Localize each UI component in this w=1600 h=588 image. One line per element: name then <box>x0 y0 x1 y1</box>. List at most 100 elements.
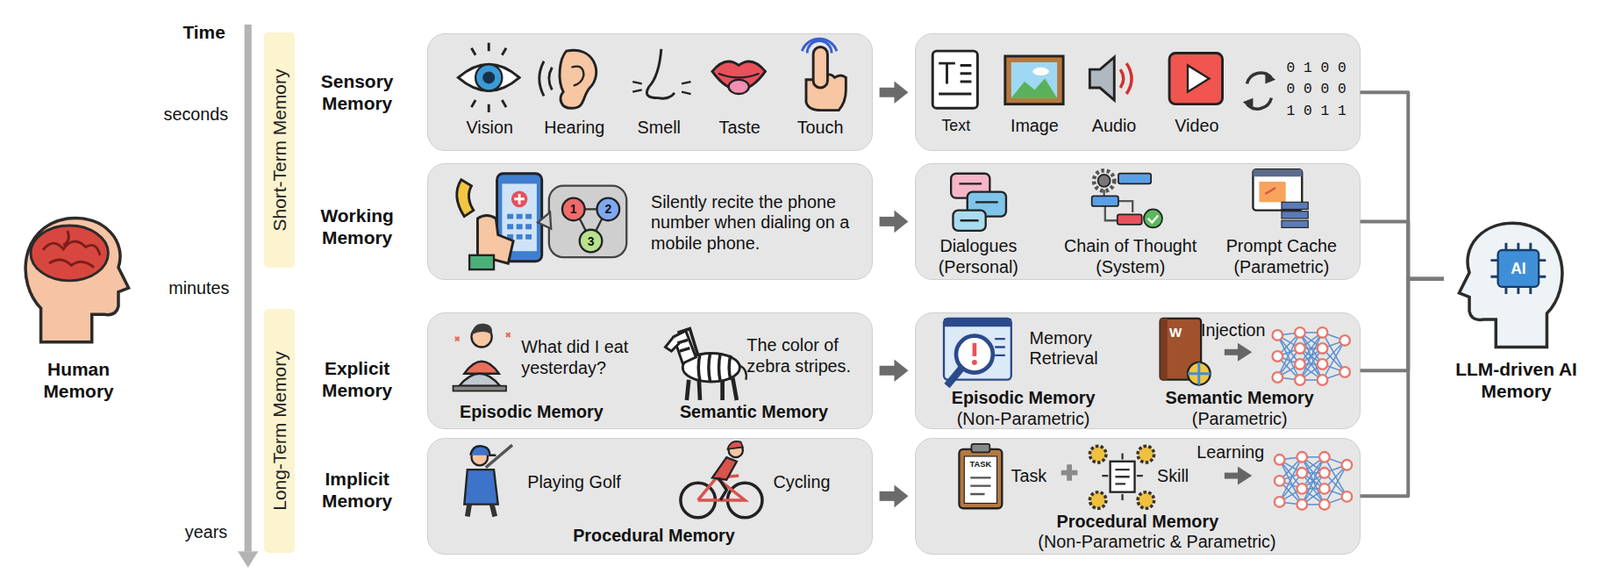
image-icon <box>1005 56 1064 105</box>
node-text: Cycling <box>773 471 866 493</box>
prompt-cache-icon <box>1252 169 1308 228</box>
chain-of-thought-icon <box>1092 170 1163 228</box>
video-icon <box>1169 52 1222 104</box>
neural-net-icon <box>1274 451 1352 510</box>
node-text: Image <box>993 115 1076 137</box>
arrow-icon <box>1224 342 1252 486</box>
axis-label: seconds <box>150 105 243 127</box>
icon-label: W <box>1164 324 1186 341</box>
node-text: Human Memory <box>22 357 136 402</box>
connector <box>879 80 909 104</box>
connector-line <box>879 87 897 98</box>
arrow-head <box>893 210 908 234</box>
node-text: Chain of Thought (System) <box>1049 235 1213 278</box>
memory-band: Long-Term Memory <box>264 308 295 553</box>
node-text: Injection <box>1200 320 1277 342</box>
connector-line <box>879 216 897 227</box>
node-text: Procedural Memory <box>1025 512 1250 534</box>
connector-line <box>879 491 897 501</box>
icon-label: 0 0 0 0 <box>1275 81 1358 100</box>
time-axis <box>237 24 258 568</box>
person-eating-icon <box>453 323 511 392</box>
node-text: Text <box>914 116 997 136</box>
node-text: Hearing <box>533 118 615 140</box>
cyclist-icon <box>680 441 763 518</box>
icon-label: 3 <box>580 233 601 249</box>
node-text: Audio <box>1073 115 1156 137</box>
icon-label: 1 <box>563 201 584 217</box>
node-text: Dialogues (Personal) <box>927 235 1029 278</box>
node-text: Procedural Memory <box>542 525 767 547</box>
memory-retrieval-icon <box>943 318 1012 386</box>
human-head-icon <box>25 217 129 342</box>
connector <box>1360 221 1444 279</box>
node-text: LLM-driven AI Memory <box>1444 357 1588 402</box>
node-text: The color of zebra stripes. <box>746 335 870 377</box>
sync-icon <box>1242 71 1276 110</box>
node-text: Episodic Memory <box>936 387 1111 409</box>
eye-icon <box>457 42 520 113</box>
connector <box>1360 278 1444 371</box>
connector <box>879 210 909 234</box>
node-text: Smell <box>618 118 700 140</box>
speech-bubble <box>537 185 627 258</box>
skill-icon <box>1089 445 1154 508</box>
node-text: Playing Golf <box>527 471 640 493</box>
axis-label: years <box>164 521 247 543</box>
node-text: Touch <box>779 118 862 140</box>
row-label: Implicit Memory <box>303 467 411 512</box>
nose-icon <box>632 49 691 99</box>
node-text: Prompt Cache (Parametric) <box>1220 235 1343 278</box>
connector <box>879 358 909 382</box>
ear-icon <box>539 50 597 108</box>
node-text: (Non-Parametric & Parametric) <box>1003 531 1310 553</box>
node-text: Silently recite the phone number when di… <box>650 192 868 255</box>
row-label: Working Memory <box>303 204 411 249</box>
connector <box>879 485 909 508</box>
icon-label: 2 <box>598 201 619 217</box>
dialogue-icon <box>950 173 1007 231</box>
node-text: Semantic Memory <box>1152 387 1327 409</box>
arrow-head <box>893 358 908 382</box>
node-text: Vision <box>449 118 531 140</box>
icon-label: 0 1 0 0 <box>1275 59 1358 78</box>
node-text: Semantic Memory <box>667 401 842 423</box>
memory-band: Short-Term Memory <box>264 32 295 268</box>
plus-sign <box>1061 464 1079 481</box>
row-label: Sensory Memory <box>303 70 411 115</box>
task-clipboard-icon <box>958 443 1002 508</box>
node-text: Video <box>1156 115 1238 137</box>
node-text: Task <box>1011 465 1065 487</box>
book-icon <box>1160 318 1211 386</box>
connector-line <box>879 365 897 376</box>
ai-head-icon <box>1458 222 1563 347</box>
neural-net-icon <box>1272 327 1350 386</box>
connector-line <box>1360 278 1444 496</box>
arrow-head <box>893 80 908 104</box>
icon-label: AI <box>1498 258 1540 278</box>
connector <box>1360 278 1444 496</box>
mouth-icon <box>712 61 765 94</box>
axis-label: minutes <box>152 278 245 300</box>
node-text: Episodic Memory <box>444 401 619 423</box>
audio-icon <box>1089 57 1132 100</box>
finger-icon <box>801 38 846 111</box>
node-text: Short-Term Memory <box>268 69 291 232</box>
text-icon <box>932 50 978 108</box>
node-text: Skill <box>1157 465 1210 487</box>
connector-line <box>1360 92 1444 279</box>
zebra-icon <box>664 328 746 400</box>
connector <box>1360 92 1444 279</box>
axis-label: Time <box>163 21 245 44</box>
row-label: Explicit Memory <box>303 356 411 400</box>
node-text: What did I eat yesterday? <box>521 336 646 379</box>
connector-line <box>1360 221 1444 279</box>
arrow-head <box>893 485 908 508</box>
node-text: Memory Retrieval <box>1029 328 1124 370</box>
node-text: Taste <box>699 118 781 140</box>
golfer-icon <box>464 444 513 516</box>
icon-label: 1 0 1 1 <box>1275 102 1358 121</box>
node-text: Long-Term Memory <box>268 351 291 511</box>
